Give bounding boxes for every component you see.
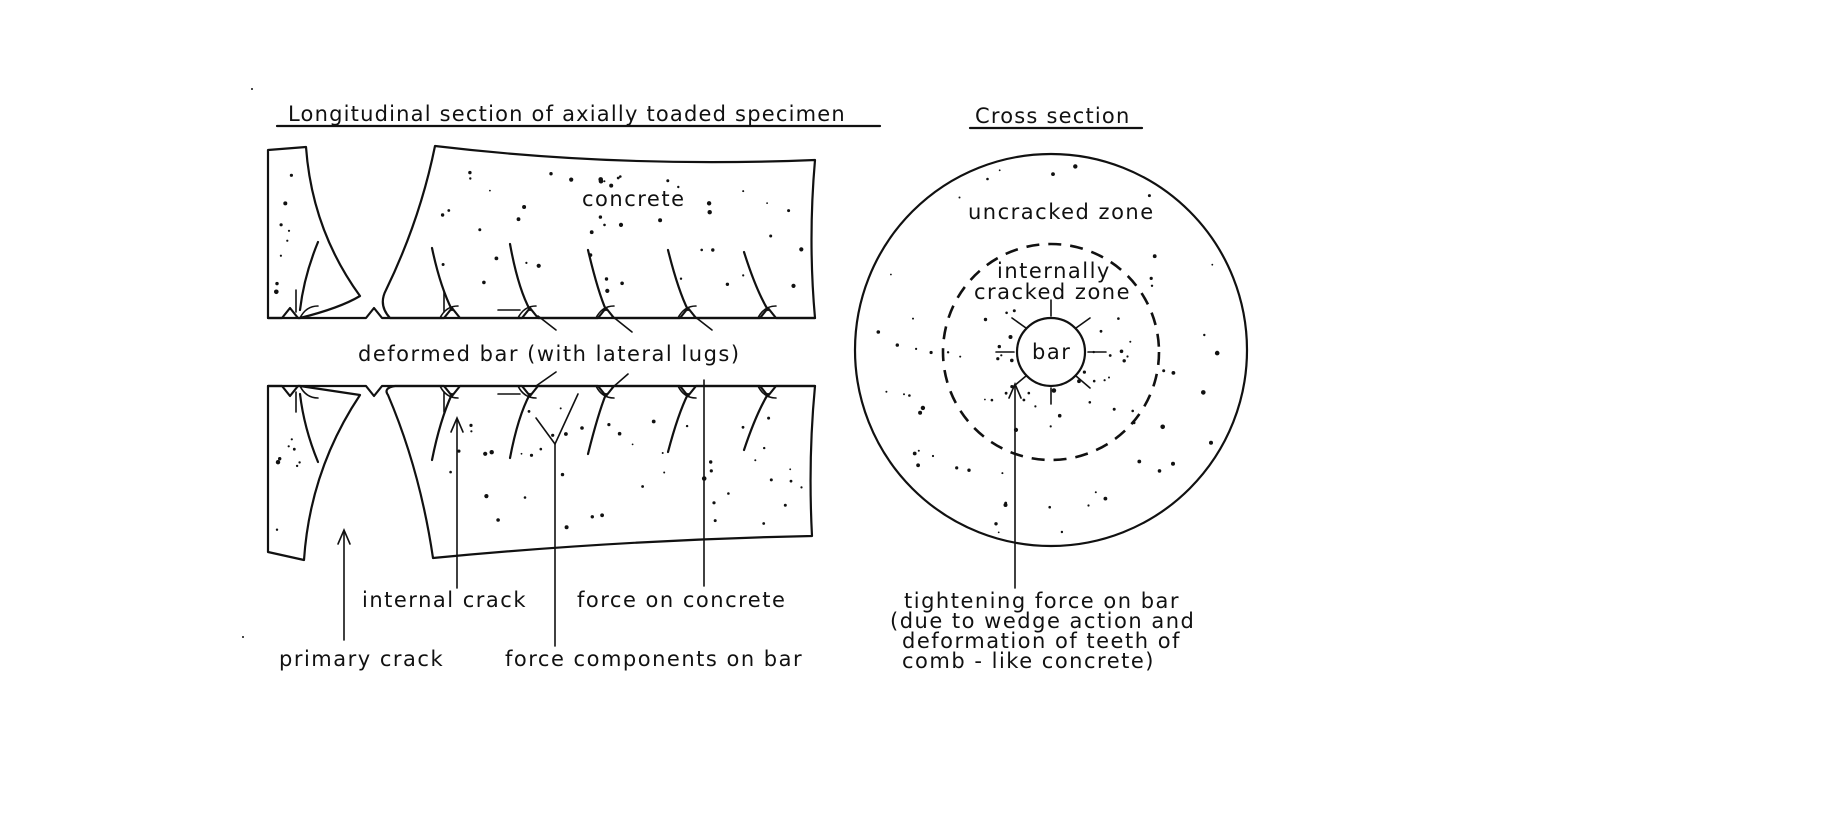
- internally-cracked-zone-boundary: [941, 242, 1161, 462]
- tightening-label-line-4: comb - like concrete): [902, 649, 1155, 673]
- leader-lines: [337, 379, 705, 647]
- force-vectors: [295, 289, 713, 413]
- scan-speck: [251, 88, 253, 90]
- cross-section-outer-circle: [853, 152, 1249, 548]
- longitudinal-section-title: Longitudinal section of axially toaded s…: [288, 102, 846, 126]
- scan-speck: [242, 636, 244, 638]
- internal-crack-label: internal crack: [362, 588, 527, 612]
- uncracked-zone-label: uncracked zone: [968, 200, 1155, 224]
- aggregate-dots: [274, 164, 1220, 534]
- tightening-label-line-3: deformation of teeth of: [902, 629, 1181, 653]
- tightening-label-line-2: (due to wedge action and: [890, 609, 1195, 633]
- concrete-lug-notches: [299, 305, 777, 399]
- deformed-bar-label: deformed bar (with lateral lugs): [358, 342, 741, 366]
- tightening-label-line-1: tightening force on bar: [904, 589, 1180, 613]
- bar-label: bar: [1032, 340, 1071, 364]
- cracked-zone-label: cracked zone: [974, 280, 1131, 304]
- concrete-label: concrete: [582, 187, 686, 211]
- radial-force-arrows: [995, 299, 1107, 405]
- internally-label: internally: [997, 259, 1111, 283]
- bar-circle: [1015, 316, 1087, 388]
- internal-cracks-upper: [298, 240, 770, 312]
- force-on-concrete-label: force on concrete: [577, 588, 786, 612]
- deformed-bar-top-edge: [266, 306, 817, 320]
- main-concrete-block-upper: [381, 144, 817, 320]
- force-components-label: force components on bar: [505, 647, 803, 671]
- left-concrete-block-lower: [266, 384, 362, 562]
- primary-crack-label: primary crack: [279, 647, 444, 671]
- cross-section-title: Cross section: [975, 104, 1130, 128]
- left-concrete-block-upper: [266, 145, 362, 320]
- internal-cracks-lower: [298, 392, 770, 464]
- tightening-arrowhead: [1008, 381, 1022, 399]
